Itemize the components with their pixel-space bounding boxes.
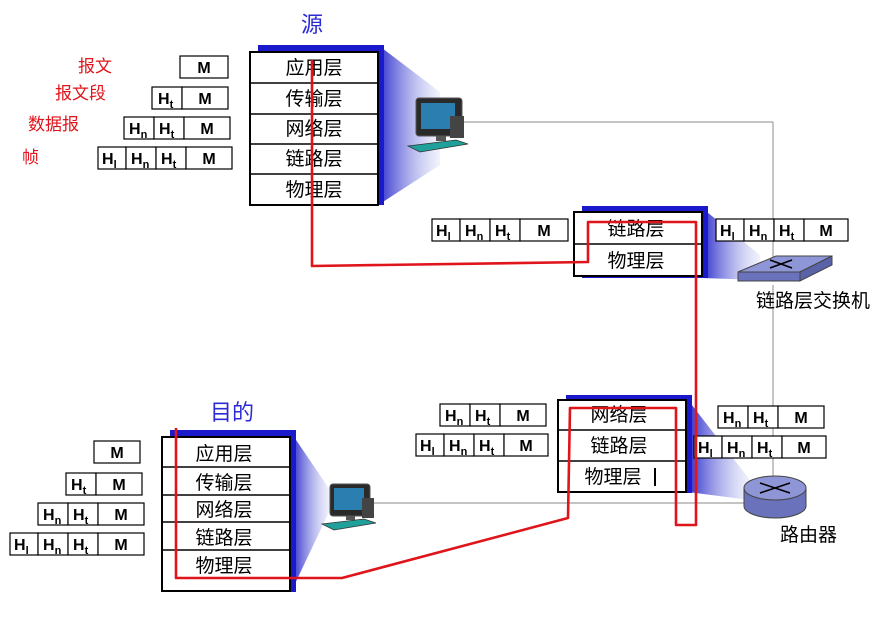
src-row1-M — [179, 55, 229, 79]
switch-device-icon — [737, 255, 833, 282]
Hl-label: Hl — [14, 537, 29, 557]
label-datagram: 数据报 — [28, 115, 79, 135]
Hn-label: Hn — [727, 440, 746, 460]
destination-title: 目的 — [210, 401, 254, 426]
Hn-label: Hn — [449, 438, 468, 458]
src-row4-M — [185, 146, 233, 170]
router-device-icon — [743, 475, 807, 519]
src-layer-physical: 物理层 — [285, 179, 342, 201]
M-label: M — [794, 410, 807, 427]
src-layer-transport: 传输层 — [285, 88, 342, 110]
M-label: M — [112, 477, 125, 494]
Hl-label: Hl — [720, 223, 735, 243]
switch-in-packet — [431, 218, 569, 242]
Hl-label: Hl — [102, 151, 117, 171]
router-out-packets — [693, 405, 827, 459]
dest-layer-transport: 传输层 — [195, 472, 252, 494]
source-packet-labels: M Ht M Hn Ht M Hl Hn Ht M — [102, 60, 216, 171]
router-layer-physical: 物理层 — [584, 466, 641, 488]
dest-layer-physical: 物理层 — [195, 555, 252, 577]
dest-layer-app: 应用层 — [195, 443, 252, 465]
src-row3-M — [183, 116, 231, 140]
dest-packets — [9, 440, 145, 556]
Hn-label: Hn — [43, 507, 62, 527]
router-layer-link: 链路层 — [590, 435, 647, 457]
label-message: 报文 — [78, 57, 112, 77]
M-label: M — [819, 223, 832, 240]
dest-layer-network: 网络层 — [195, 499, 252, 521]
Ht-label: Ht — [158, 91, 174, 111]
Hn-label: Hn — [131, 151, 150, 171]
Hl-label: Hl — [420, 438, 435, 458]
M-label: M — [537, 223, 550, 240]
M-label: M — [202, 151, 215, 168]
router-stack-box — [557, 399, 687, 493]
switch-stack: 链路层 物理层 — [573, 206, 760, 280]
src-layer-app: 应用层 — [285, 57, 342, 79]
Ht-label: Ht — [475, 408, 491, 428]
Ht-label: Ht — [757, 440, 773, 460]
Ht-label: Ht — [73, 537, 89, 557]
M-label: M — [114, 537, 127, 554]
source-stack-box — [249, 51, 379, 206]
M-label: M — [114, 507, 127, 524]
M-label: M — [797, 440, 810, 457]
Ht-label: Ht — [779, 223, 795, 243]
label-segment: 报文段 — [55, 84, 106, 104]
Hn-label: Hn — [43, 537, 62, 557]
Hn-label: Hn — [129, 121, 148, 141]
source-computer-icon — [406, 97, 469, 153]
source-stack: 应用层 传输层 网络层 链路层 物理层 — [249, 45, 440, 206]
router-label: 路由器 — [780, 524, 837, 546]
source-beam — [378, 45, 440, 205]
src-row2-M — [181, 86, 229, 110]
source-title: 源 — [301, 13, 323, 38]
router-in-packets — [415, 403, 549, 457]
M-label: M — [197, 60, 210, 77]
Ht-label: Ht — [161, 151, 177, 171]
Hn-label: Hn — [749, 223, 768, 243]
Hn-label: Hn — [723, 410, 742, 430]
links — [372, 121, 774, 504]
switch-label: 链路层交换机 — [756, 290, 870, 312]
dest-beam — [292, 434, 330, 590]
label-frame: 帧 — [22, 148, 39, 168]
Hn-label: Hn — [465, 223, 484, 243]
M-label: M — [200, 121, 213, 138]
dest-stack-box — [161, 436, 291, 592]
Hn-label: Hn — [445, 408, 464, 428]
Ht-label: Ht — [753, 410, 769, 430]
Hl-label: Hl — [436, 223, 451, 243]
Ht-label: Ht — [495, 223, 511, 243]
src-layer-network: 网络层 — [285, 118, 342, 140]
Ht-label: Ht — [71, 477, 87, 497]
destination-computer-icon — [320, 483, 377, 531]
M-label: M — [516, 408, 529, 425]
router-layer-network: 网络层 — [590, 404, 647, 426]
M-label: M — [198, 91, 211, 108]
Hl-label: Hl — [698, 440, 713, 460]
M-label: M — [110, 445, 123, 462]
Ht-label: Ht — [479, 438, 495, 458]
switch-out-packet — [715, 218, 849, 242]
Ht-label: Ht — [73, 507, 89, 527]
data-path — [174, 60, 698, 580]
dest-layer-link: 链路层 — [195, 527, 252, 549]
switch-layer-link: 链路层 — [607, 218, 664, 240]
M-label: M — [519, 438, 532, 455]
source-packets — [97, 55, 233, 170]
destination-stack: 应用层 传输层 网络层 链路层 物理层 — [161, 430, 330, 592]
Ht-label: Ht — [159, 121, 175, 141]
src-layer-link: 链路层 — [285, 148, 342, 170]
switch-layer-physical: 物理层 — [607, 250, 664, 272]
